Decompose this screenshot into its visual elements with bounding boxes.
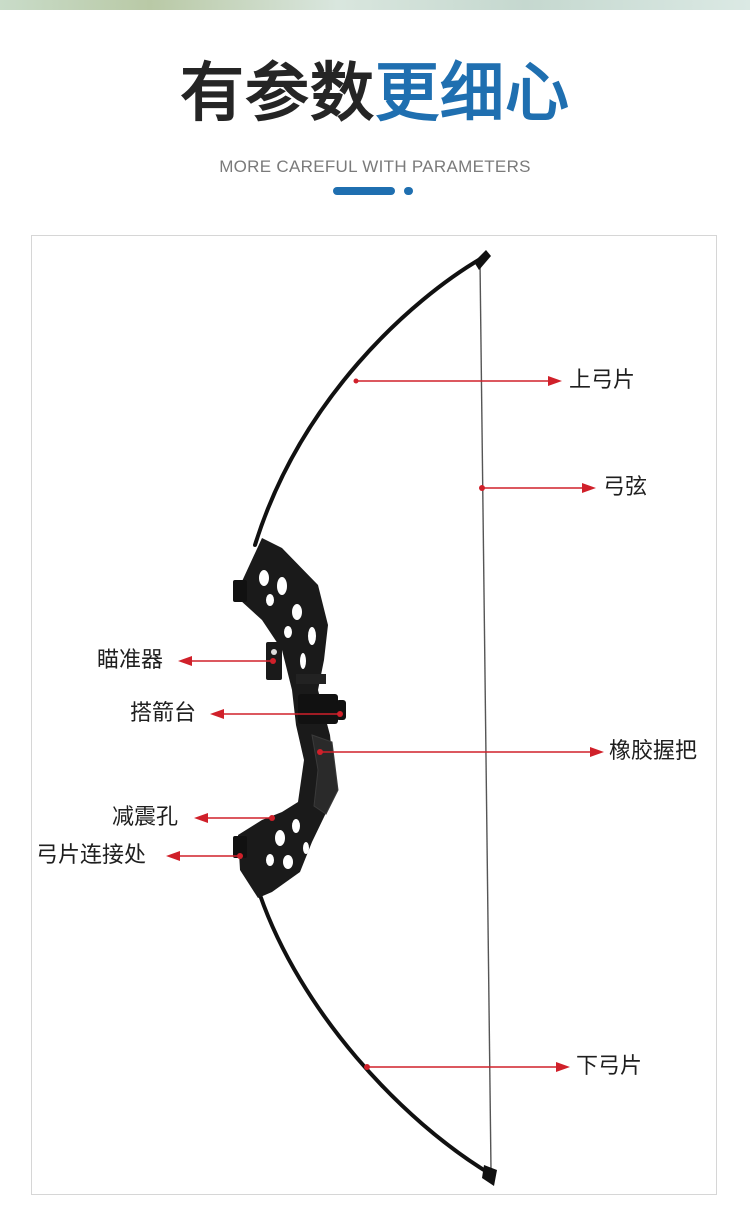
label-bowstring: 弓弦	[603, 475, 648, 500]
pointer-lines	[166, 376, 604, 1072]
label-lower-limb: 下弓片	[576, 1054, 643, 1079]
label-limb-connection: 弓片连接处	[36, 843, 147, 868]
arrow-rest-knob	[336, 700, 346, 720]
page-subtitle: MORE CAREFUL WITH PARAMETERS	[219, 157, 531, 176]
page-title-blue: 更细心	[375, 57, 570, 131]
label-rubber-grip: 橡胶握把	[609, 739, 698, 764]
diagram-frame	[31, 235, 717, 1195]
rubber-grip	[311, 734, 339, 815]
lower-limb	[258, 893, 494, 1177]
label-arrow-rest: 搭箭台	[130, 701, 197, 726]
label-sight: 瞄准器	[97, 648, 164, 673]
arrow-rest-block	[298, 694, 338, 724]
upper-limb-pocket	[233, 580, 247, 602]
upper-limb-tip	[474, 250, 491, 270]
page-title: 有参数更细心	[0, 62, 750, 126]
title-underline-bar	[333, 187, 395, 195]
sight-pin	[271, 649, 277, 655]
page-title-dark: 有参数	[180, 57, 375, 131]
upper-limb	[253, 256, 484, 547]
lower-limb-tip	[482, 1165, 497, 1186]
lower-limb-pocket	[233, 836, 247, 858]
title-underline-dot	[404, 187, 413, 195]
top-photo-strip	[0, 0, 750, 10]
bowstring-line	[479, 261, 492, 1171]
riser-cutouts	[259, 570, 316, 869]
label-damping-holes: 减震孔	[112, 805, 179, 830]
label-upper-limb: 上弓片	[569, 368, 636, 393]
riser-brand-plate	[296, 674, 326, 684]
